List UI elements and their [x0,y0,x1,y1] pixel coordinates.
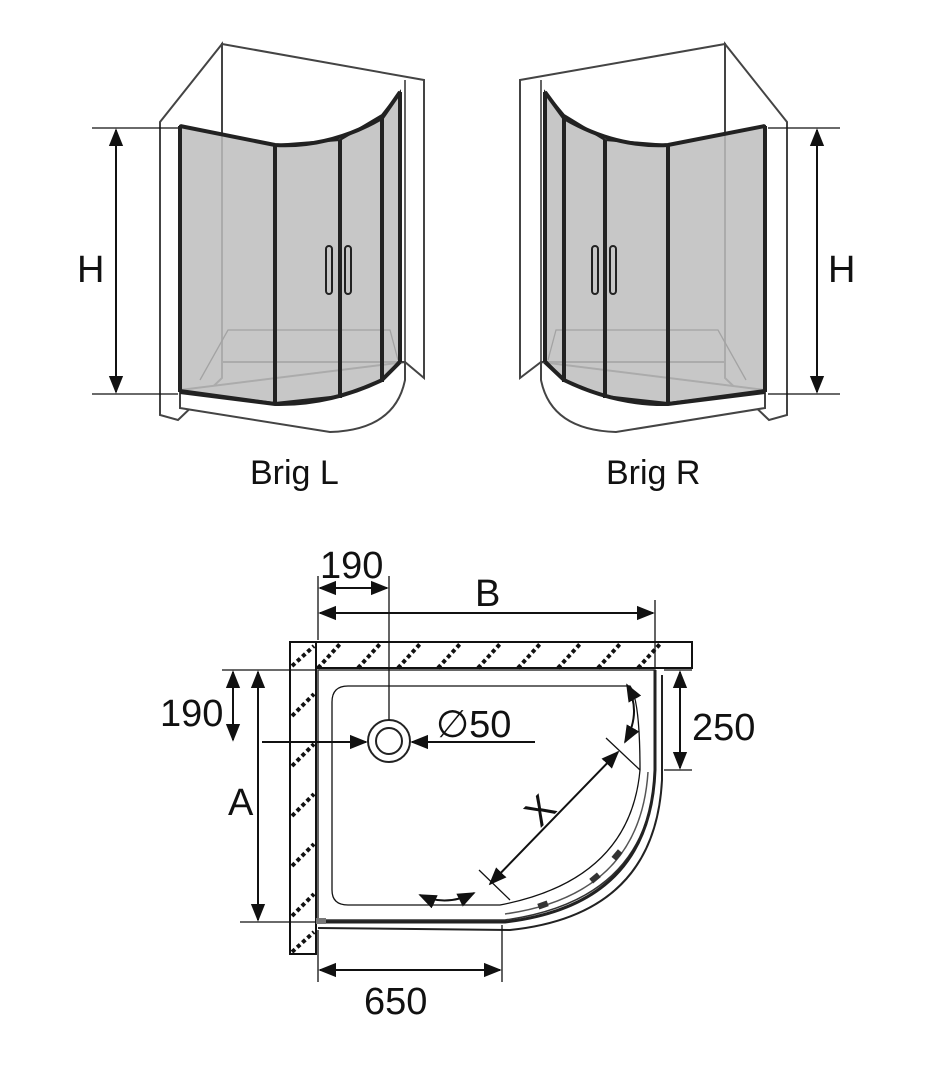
plan-depth-label: A [228,782,254,824]
wall-hatching [290,642,662,954]
drain-offset-top-label: 190 [320,545,383,587]
drain-offset-side-label: 190 [160,693,223,735]
cabin-left-caption: Brig L [250,454,339,492]
door-slide-arrow-icon [624,683,642,744]
handle-icon [325,245,333,295]
cabin-left: H Brig L [77,41,425,492]
plan-view: 190 B 190 A ∅50 250 650 X [160,545,755,1023]
door-slide-arrow-icon [418,892,476,909]
cabin-left-height-label: H [77,249,104,291]
cabin-right-caption: Brig R [606,454,700,492]
drain-diameter-label: ∅50 [436,704,511,746]
cabin-right: H Brig R [519,41,855,492]
top-wall [289,641,693,669]
cabin-right-height-label: H [828,249,855,291]
handle-icon [591,245,599,295]
side-segment-label: 250 [692,707,755,749]
plan-width-label: B [475,573,500,615]
front-segment-label: 650 [364,981,427,1023]
handle-icon [344,245,352,295]
handle-icon [609,245,617,295]
